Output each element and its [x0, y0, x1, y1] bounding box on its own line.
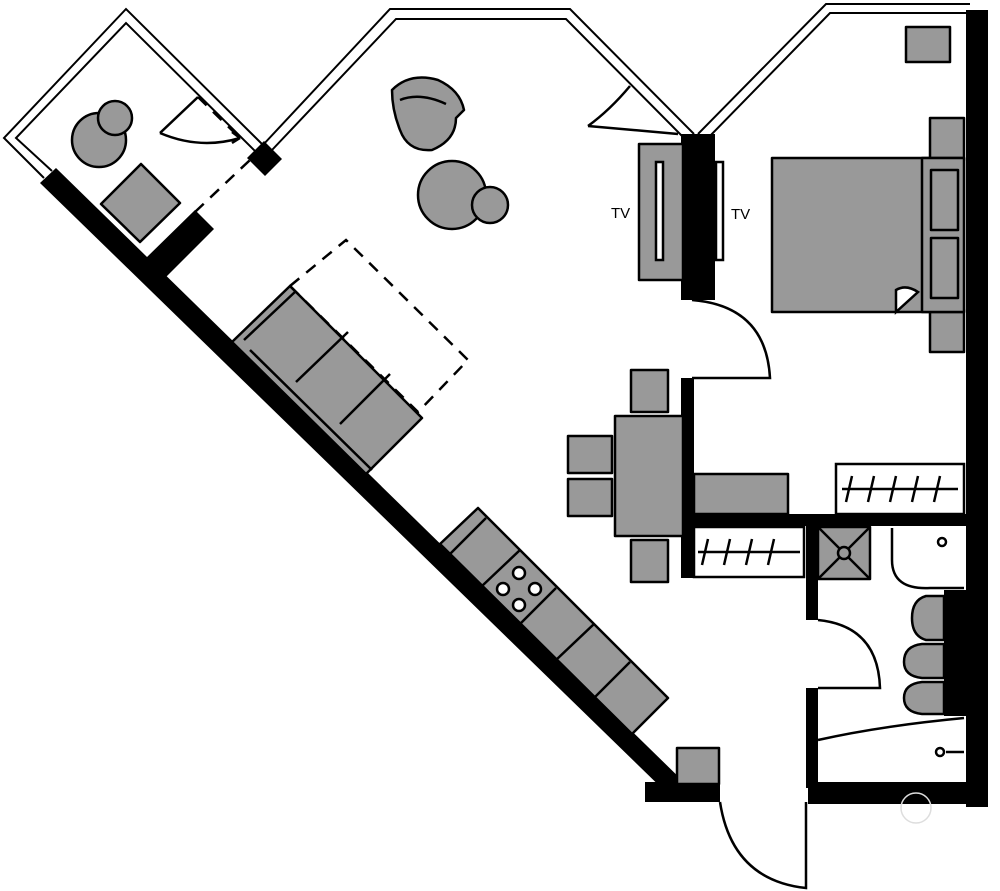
tv-screen-living-icon: [654, 160, 665, 262]
sofa-cushion-divider-2: [339, 373, 391, 425]
tv-label-bedroom: TV: [731, 206, 750, 223]
tv-screen-bedroom-icon: [714, 160, 725, 262]
shower-drain-icon: [836, 545, 852, 561]
washbasin-top-icon: [890, 528, 964, 590]
bathroom-wet-wall: [944, 590, 966, 716]
nightstand-bottom-icon: [928, 308, 966, 354]
balcony-door-leaf: [159, 96, 199, 134]
burner-3-icon: [511, 597, 527, 613]
tv-partition-wall: [681, 134, 715, 300]
balcony-door-arrow-a: [231, 131, 241, 139]
bedroom-cabinet-icon: [904, 25, 952, 64]
kitchen-counter-icon: [438, 506, 670, 736]
bidet-bottom-icon: [902, 680, 946, 716]
burner-4-icon: [527, 581, 543, 597]
balcony-door-arc: [159, 131, 241, 145]
bathroom-left-wall-top: [806, 520, 818, 620]
bedroom: [691, 25, 966, 380]
bedroom-window-outer: [697, 3, 970, 135]
living-room: [230, 76, 679, 476]
bedroom-door-arc: [691, 298, 772, 380]
wardrobe-bedroom-hangers: [842, 475, 958, 503]
dining-table-icon: [613, 414, 685, 538]
bathroom-door-arc: [817, 618, 882, 690]
window-door-leaf: [587, 124, 679, 136]
dining-chair-bottom-icon: [629, 538, 670, 584]
wardrobe-hall-hangers: [698, 538, 800, 566]
sofa-icon: [230, 284, 424, 476]
floor-drain-icon: [900, 792, 932, 824]
balcony-door-dashed: [194, 159, 251, 213]
burner-2-icon: [511, 565, 527, 581]
balcony-window-inner: [14, 21, 257, 172]
balcony: [70, 96, 251, 244]
wardrobe-wall: [681, 514, 966, 526]
nightstand-top-icon: [928, 116, 966, 162]
toilet-icon: [910, 594, 946, 642]
entrance-door-arc: [718, 801, 808, 890]
kitchen-divider-1: [481, 549, 521, 587]
window-door-arc: [587, 85, 631, 128]
dining-area: [566, 368, 790, 584]
entrance: [718, 801, 808, 890]
burner-1-icon: [495, 581, 511, 597]
round-stool-icon: [470, 185, 510, 225]
balcony-window-outer: [2, 7, 267, 179]
armchair-icon: [390, 76, 466, 152]
bathroom: [816, 525, 965, 824]
living-window-outer: [261, 8, 695, 147]
bathroom-bottom-wall: [808, 782, 988, 804]
sofa-cushion-divider-1: [295, 331, 349, 383]
balcony-chair-back-icon: [96, 99, 134, 137]
kitchen-divider-3: [555, 623, 595, 661]
sofa-bed-outline-dashed: [288, 238, 470, 414]
kitchen-divider-2: [519, 587, 557, 625]
balcony-table-icon: [99, 162, 182, 244]
fridge-icon: [675, 746, 721, 786]
bathtub-tap: [934, 746, 946, 758]
bathroom-left-wall-bottom: [806, 688, 818, 788]
washbasin-top-tap: [936, 536, 948, 548]
living-window-inner: [271, 18, 685, 151]
bed-fold-icon: [894, 286, 921, 315]
bidet-top-icon: [902, 642, 946, 680]
kitchen-divider-4: [593, 661, 631, 699]
tv-label-living: TV: [611, 205, 630, 222]
sideboard-icon: [692, 472, 790, 516]
pillow-bottom-icon: [929, 236, 960, 300]
wardrobes: [692, 462, 966, 579]
kitchen: [438, 506, 721, 786]
cooktop-icon: [495, 565, 543, 613]
balcony-door-arrow-b: [231, 136, 241, 145]
sofa-back-line: [243, 290, 297, 341]
armchair-seat-line: [399, 95, 447, 106]
sofa-arm-line: [249, 349, 373, 471]
balcony-door-swing-dashed: [197, 96, 241, 139]
window-pillar: [247, 141, 282, 176]
kitchen-counter-edge: [449, 517, 487, 555]
right-exterior-wall: [966, 10, 988, 807]
diagonal-wall: [40, 168, 690, 802]
tv-units: TV TV: [611, 142, 750, 282]
window-walls: [2, 3, 970, 179]
balcony-partition: [146, 210, 214, 277]
dining-chair-top-icon: [629, 368, 670, 414]
dining-chair-left-1-icon: [566, 434, 614, 475]
bathtub-icon: [817, 716, 965, 742]
pillow-top-icon: [929, 168, 960, 232]
dining-chair-left-2-icon: [566, 477, 614, 518]
entrance-wall-left: [645, 782, 720, 802]
bedroom-window-inner: [707, 12, 968, 139]
